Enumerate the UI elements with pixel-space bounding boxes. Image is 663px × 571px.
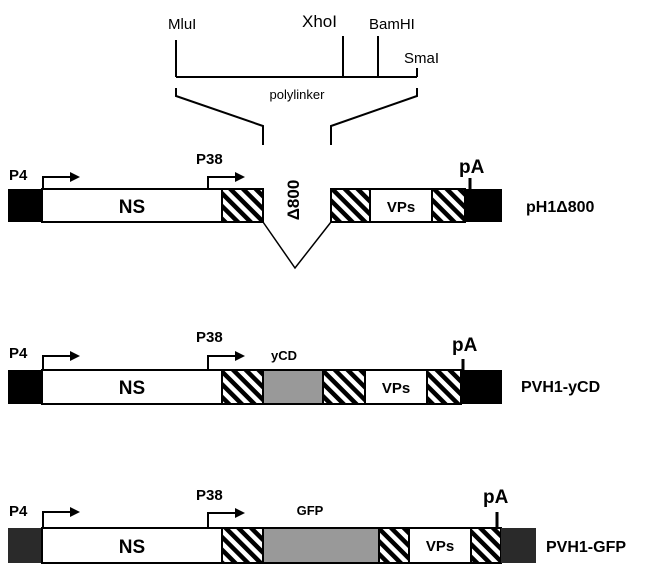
insert-ycd-box xyxy=(262,369,324,405)
polylinker-label: polylinker xyxy=(270,87,326,102)
ns-label: NS xyxy=(119,378,145,399)
deletion-label: Δ800 xyxy=(284,180,303,221)
promoter-p4-label: P4 xyxy=(9,345,28,362)
promoter-p4-arrow xyxy=(42,351,80,370)
promoter-p38-label: P38 xyxy=(196,329,223,346)
promoter-p38-label: P38 xyxy=(196,151,223,168)
ns-label: NS xyxy=(119,537,145,558)
promoter-p4-arrow xyxy=(42,172,80,189)
insert-gfp-box xyxy=(262,527,380,564)
itr-right-block xyxy=(461,370,502,404)
construct-ph1-delta800: P4 P38 NS Δ800 VPs pA pH1Δ800 xyxy=(8,151,595,270)
construct-name: PVH1-yCD xyxy=(521,379,600,396)
itr-left-block xyxy=(8,528,42,563)
itr-right-block xyxy=(501,528,536,563)
polylinker-map: MluI XhoI BamHI SmaI polylinker xyxy=(168,12,439,145)
promoter-p4-label: P4 xyxy=(9,167,28,184)
insert-label: yCD xyxy=(271,348,297,363)
construct-pvh1-ycd: P4 P38 yCD NS VPs pA PVH1-yCD xyxy=(8,329,600,405)
hatched-region-right-b xyxy=(426,369,462,405)
promoter-p38-label: P38 xyxy=(196,487,223,504)
promoter-p38-arrow xyxy=(207,172,245,189)
promoter-p4-arrow xyxy=(42,507,80,528)
promoter-p38-arrow xyxy=(207,351,245,370)
hatched-region-right-a xyxy=(322,369,366,405)
hatched-region-right-b xyxy=(431,188,466,223)
vps-label: VPs xyxy=(382,380,410,397)
promoter-p4-label: P4 xyxy=(9,503,28,520)
ns-label: NS xyxy=(119,197,145,218)
promoter-p38-arrow xyxy=(207,508,245,528)
site-mlui: MluI xyxy=(168,16,196,33)
hatched-region-left xyxy=(221,527,264,564)
bracket-right xyxy=(330,88,418,145)
vps-label: VPs xyxy=(387,199,415,216)
polya-label: pA xyxy=(483,487,509,508)
construct-name: PVH1-GFP xyxy=(546,539,626,556)
vps-gene-box xyxy=(408,527,472,564)
polya-label: pA xyxy=(459,157,485,178)
hatched-region-right-a xyxy=(378,527,410,564)
site-xhoi: XhoI xyxy=(302,12,337,31)
deletion-v-line xyxy=(262,221,332,270)
hatched-region-right-a xyxy=(330,188,371,223)
bracket-left xyxy=(175,88,264,145)
ns-gene-box xyxy=(41,527,223,564)
vps-label: VPs xyxy=(426,538,454,555)
vps-gene-box xyxy=(364,369,428,405)
site-smai: SmaI xyxy=(404,50,439,67)
insert-label: GFP xyxy=(297,503,324,518)
itr-left-block xyxy=(8,370,42,404)
itr-right-block xyxy=(465,189,502,222)
hatched-region-left xyxy=(221,369,264,405)
hatched-region-right-b xyxy=(470,527,502,564)
construct-name: pH1Δ800 xyxy=(526,199,595,216)
itr-left-block xyxy=(8,189,42,222)
polya-label: pA xyxy=(452,335,478,356)
construct-pvh1-gfp: P4 P38 GFP NS VPs pA PVH1-GFP xyxy=(8,487,626,564)
site-bamhi: BamHI xyxy=(369,16,415,33)
hatched-region-left xyxy=(221,188,264,223)
